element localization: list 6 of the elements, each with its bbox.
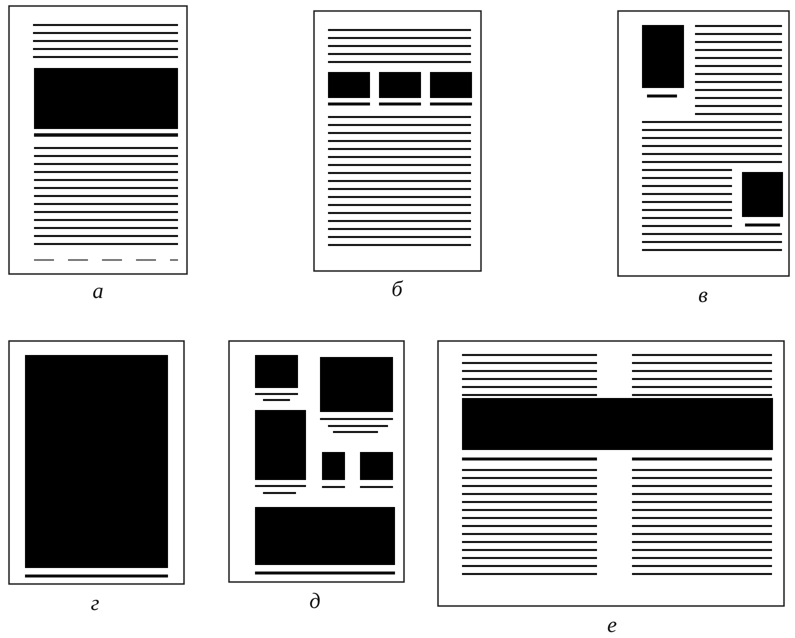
figure-label: е <box>607 614 617 636</box>
figure-label: а <box>92 280 104 302</box>
figure-label: д <box>309 590 321 612</box>
figure-label: б <box>391 278 403 300</box>
figure-label: г <box>90 592 100 614</box>
figure-label: в <box>698 284 708 306</box>
